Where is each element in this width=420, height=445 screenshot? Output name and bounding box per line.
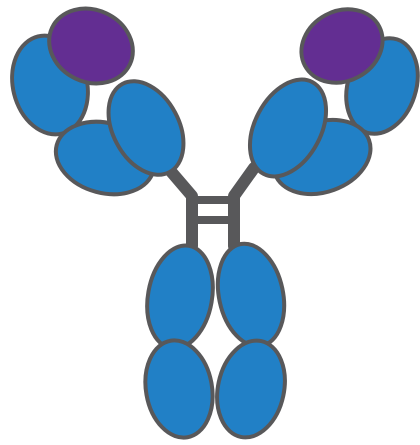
fc-upper-right-domain <box>209 237 293 352</box>
hinge-right-arm-link <box>234 168 254 246</box>
right-fab-arm <box>234 0 420 207</box>
fc-lower-right-domain <box>209 334 294 444</box>
hinge-region <box>168 168 254 246</box>
fc-lower-left-domain <box>138 335 220 443</box>
left-fab-arm <box>2 0 199 205</box>
fc-stem <box>138 237 293 443</box>
fc-upper-left-domain <box>139 240 220 354</box>
hinge-left-arm-link <box>168 168 192 246</box>
